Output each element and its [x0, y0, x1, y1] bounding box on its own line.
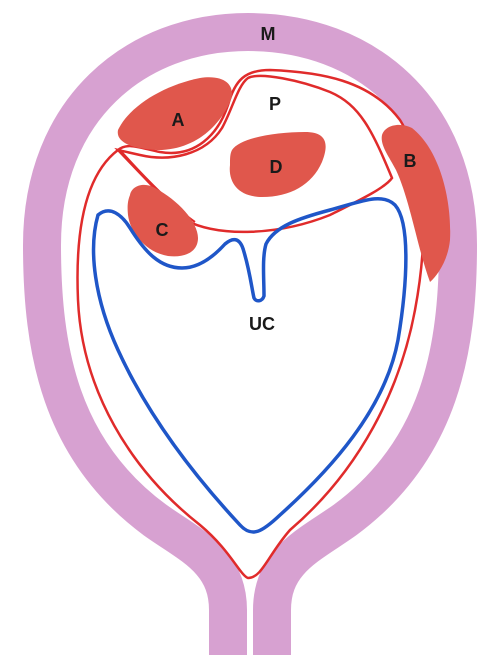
label-region-b: B [404, 151, 417, 171]
label-region-c: C [156, 220, 169, 240]
label-umbilical-cord: UC [249, 314, 275, 334]
label-placenta: P [269, 94, 281, 114]
label-region-d: D [270, 157, 283, 177]
label-uterus: M [261, 24, 276, 44]
amniotic-sac [94, 199, 406, 532]
label-region-a: A [172, 110, 185, 130]
